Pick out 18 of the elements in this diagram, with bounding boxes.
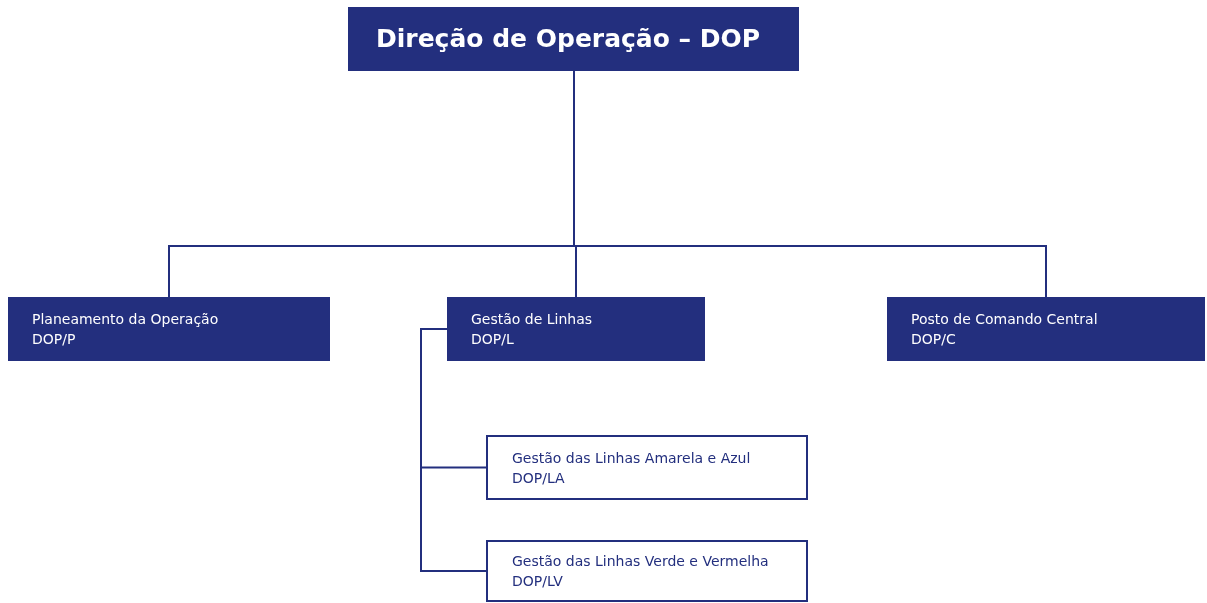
unit-name: Gestão das Linhas Verde e Vermelha	[512, 552, 770, 571]
unit-box	[486, 540, 808, 602]
unit-code: DOP/LA	[512, 468, 566, 488]
unit-name: Posto de Comando Central	[911, 310, 1099, 329]
unit-code: DOP/C	[911, 330, 957, 349]
connector-line	[420, 328, 487, 572]
unit-code: DOP/L	[471, 330, 515, 349]
department-box	[348, 7, 799, 71]
unit-name: Gestão das Linhas Amarela e Azul	[512, 448, 752, 468]
unit-code: DOP/LV	[512, 572, 564, 591]
division-box	[8, 297, 330, 361]
unit-name: Gestão de Linhas	[471, 310, 594, 329]
unit-name: Planeamento da Operação	[32, 310, 220, 329]
unit-code: DOP/P	[32, 330, 77, 349]
division-box	[447, 297, 705, 361]
unit-box	[486, 435, 808, 500]
unit-name: Direção de Operação – DOP	[376, 23, 762, 55]
division-box	[887, 297, 1205, 361]
